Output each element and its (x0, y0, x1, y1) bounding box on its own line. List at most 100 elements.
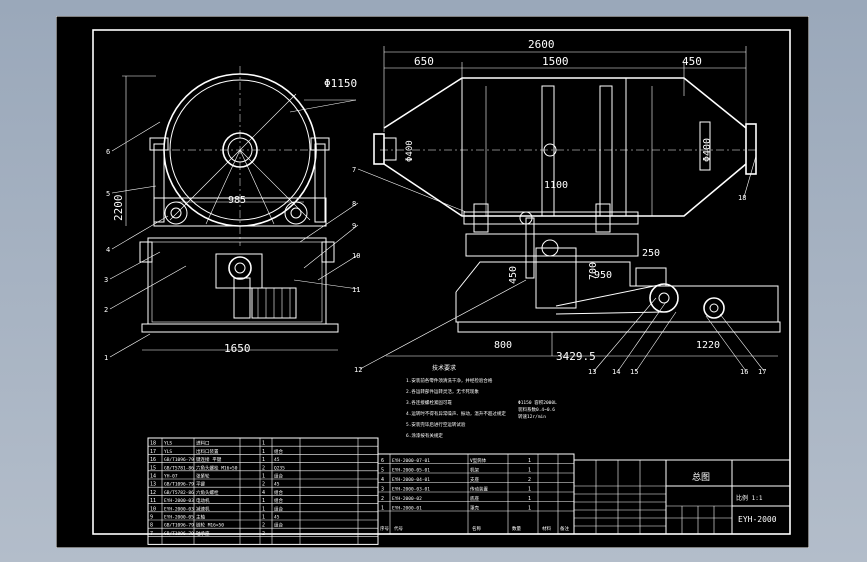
part-no: 9 (150, 515, 153, 521)
balloon-17: 17 (758, 368, 766, 376)
part-no: 8 (150, 523, 153, 529)
front-foot-right (321, 241, 335, 263)
parts-header: 数量 (512, 525, 521, 532)
dim-side-1220: 1220 (696, 340, 720, 351)
part-mat: 45 (274, 482, 280, 488)
front-foot-left (139, 241, 153, 263)
leader-line (109, 333, 151, 358)
side-post (599, 85, 613, 217)
side-shaft (463, 211, 639, 225)
part-qty: 2 (262, 465, 265, 471)
part-no: 1 (381, 506, 384, 512)
spoke (239, 149, 275, 225)
side-gear (541, 239, 559, 257)
note-line: 5.安装完毕后进行空运转试验 (406, 421, 466, 428)
part-name: 链轮 M16×50 (196, 522, 224, 529)
spec-line: Φ1150 容积2000L (518, 399, 557, 406)
part-qty: 1 (528, 458, 531, 464)
part-name: 轴承座 (196, 530, 210, 537)
balloon-12: 12 (354, 366, 362, 374)
balloon-4: 4 (106, 246, 110, 254)
side-drum-bottom (383, 163, 747, 217)
part-qty: 2 (528, 477, 531, 483)
leader-line (719, 313, 765, 372)
front-post-cap-left (149, 137, 169, 151)
parts-header: 名称 (472, 525, 481, 532)
balloon-1: 1 (104, 354, 108, 362)
part-qty: 2 (262, 531, 265, 537)
side-bearing (595, 203, 611, 233)
dim-side-right: 450 (682, 55, 702, 68)
spoke (205, 149, 241, 225)
part-mat: Q235 (274, 465, 285, 471)
side-drum-top (383, 77, 747, 129)
part-no: 17 (150, 449, 156, 455)
part-qty: 4 (262, 490, 265, 496)
part-name: 支座 (470, 476, 479, 483)
leader-line (111, 215, 169, 250)
dim-side-700: 700 (588, 262, 599, 280)
part-no: 16 (150, 457, 156, 463)
balloon-9: 9 (352, 222, 356, 230)
parts-header: 材料 (542, 525, 551, 532)
part-no: 5 (381, 468, 384, 474)
part-qty: 2 (262, 482, 265, 488)
front-motor-shaft (233, 277, 251, 319)
part-qty: 1 (262, 506, 265, 512)
part-code: YH-07 (164, 474, 178, 480)
part-code: YLS (164, 449, 172, 455)
part-code: EYH-2000-04-01 (392, 477, 430, 483)
part-qty: 1 (262, 449, 265, 455)
part-name: V型筒体 (470, 457, 487, 464)
balloon-15: 15 (630, 368, 638, 376)
part-code: GB/T1096-79 (164, 523, 194, 529)
part-no: 2 (381, 496, 384, 502)
part-name: 张紧轮 (196, 473, 210, 480)
balloon-6: 6 (106, 148, 110, 156)
side-plinth (457, 321, 781, 333)
part-name: 传动装置 (470, 486, 488, 493)
dim-front-width: 985 (228, 195, 246, 206)
side-gearbox (535, 247, 577, 309)
front-base-inner (151, 241, 323, 323)
drum-inner (169, 79, 311, 221)
part-name: 主轴 (196, 514, 205, 521)
side-pulley-hub (658, 292, 670, 304)
part-code: EYH-2000-01 (392, 506, 422, 512)
part-code: EYH-2000-02 (392, 496, 422, 502)
leader-line (617, 301, 667, 372)
part-qty: 1 (528, 468, 531, 474)
side-chain (525, 217, 535, 279)
part-code: GB/T5781-86 (164, 465, 194, 471)
side-pulley-big (649, 283, 679, 313)
note-line: 1.安装前各零件须清洗干净，并经检验合格 (406, 377, 493, 384)
front-plinth (141, 323, 339, 333)
part-no: 10 (150, 506, 156, 512)
balloon-5: 5 (106, 190, 110, 198)
part-mat: 45 (274, 457, 280, 463)
title-block-title: 总图 (692, 471, 710, 483)
dim-side-800: 800 (494, 340, 512, 351)
dim-side-inner: 1100 (544, 180, 568, 191)
part-code: GB/T1096-79 (164, 457, 194, 463)
tech-notes: 1.安装前各零件须清洗干净，并经检验合格2.各运转部件运转灵活，无卡死现象3.各… (406, 377, 506, 439)
leader (289, 99, 357, 113)
part-qty: 2 (262, 523, 265, 529)
side-pulley-small (703, 297, 725, 319)
dim-side-total: 2600 (528, 38, 555, 51)
dim-side-250: 250 (642, 248, 660, 259)
part-name: 电动机 (196, 497, 210, 504)
part-no: 14 (150, 474, 156, 480)
part-mat: 组合 (274, 497, 283, 504)
part-code: EYH-2000-03-01 (392, 487, 430, 493)
leader-line (357, 168, 467, 213)
part-qty: 1 (262, 474, 265, 480)
title-block-code: EYH-2000 (738, 515, 777, 524)
balloon-11: 11 (352, 286, 360, 294)
spec-line: 装料系数0.4~0.6 (518, 406, 555, 413)
dim-side-pipe: Φ400 (702, 138, 713, 162)
